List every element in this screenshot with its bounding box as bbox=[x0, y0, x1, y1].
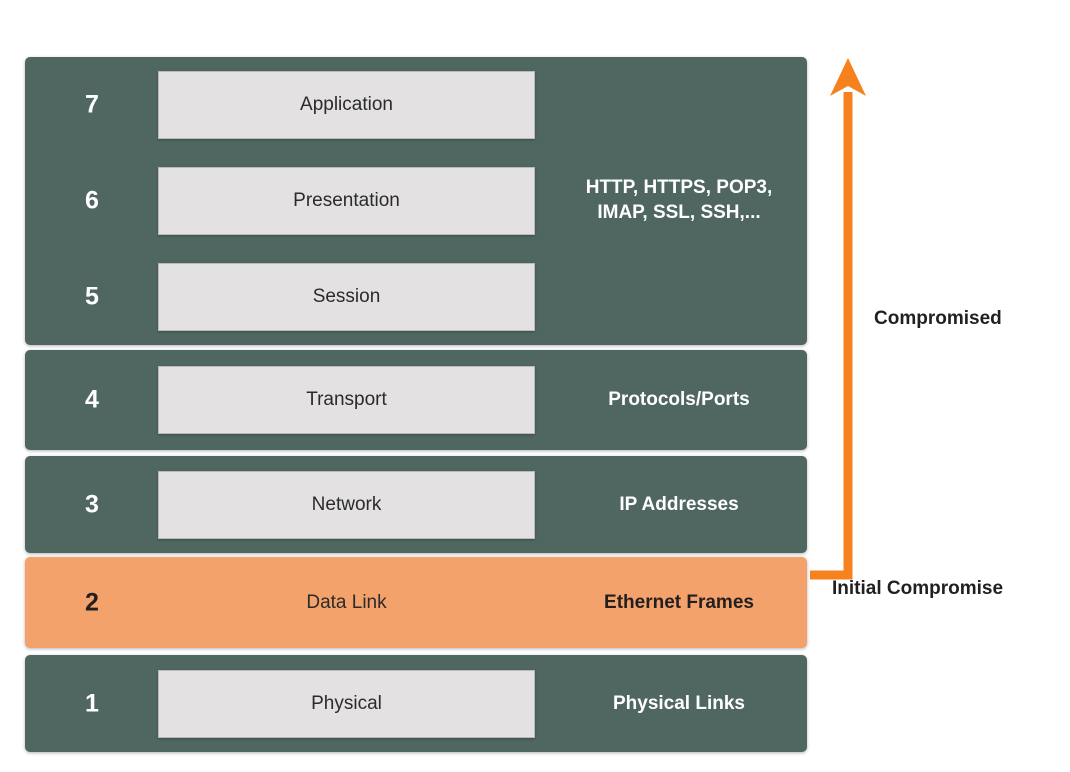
layer-label-box-3: Network bbox=[158, 470, 535, 539]
layer-note-line-1: HTTP, HTTPS, POP3, bbox=[585, 177, 773, 199]
layer-row-6: 6 Presentation bbox=[25, 153, 807, 249]
layer-note-application-group: HTTP, HTTPS, POP3, IMAP, SSL, SSH,... bbox=[543, 153, 815, 249]
layer-row-3: 3 Network IP Addresses bbox=[25, 456, 807, 553]
layer-note-4: Protocols/Ports bbox=[608, 388, 750, 410]
layer-number-6: 6 bbox=[85, 186, 99, 215]
layer-row-1: 1 Physical Physical Links bbox=[25, 655, 807, 752]
layer-band-1: 1 Physical Physical Links bbox=[25, 655, 807, 752]
layer-row-4: 4 Transport Protocols/Ports bbox=[25, 350, 807, 450]
layer-label-box-4: Transport bbox=[158, 366, 535, 434]
layer-band-2-compromised: 2 Data Link Ethernet Frames bbox=[25, 557, 807, 648]
layer-row-2: 2 Data Link Ethernet Frames bbox=[25, 557, 807, 648]
layer-row-5: 5 Session bbox=[25, 249, 807, 345]
layer-note-2: Ethernet Frames bbox=[604, 591, 754, 613]
layer-note-line-2: IMAP, SSL, SSH,... bbox=[597, 202, 761, 223]
escalation-arrow-icon bbox=[810, 58, 866, 580]
layer-note-1: Physical Links bbox=[612, 692, 745, 714]
layer-name-3: Network bbox=[311, 493, 382, 515]
layer-name-1: Physical bbox=[311, 692, 382, 714]
layer-label-box-2: Data Link bbox=[158, 569, 535, 637]
layer-number-3: 3 bbox=[85, 490, 99, 518]
layer-name-7: Application bbox=[300, 94, 393, 115]
annotation-initial-compromise: Initial Compromise bbox=[832, 578, 1004, 599]
layer-name-4: Transport bbox=[306, 389, 387, 410]
layer-band-4: 4 Transport Protocols/Ports bbox=[25, 350, 807, 450]
layer-label-box-1: Physical bbox=[158, 669, 535, 738]
layer-label-box-6: Presentation bbox=[158, 167, 535, 235]
layer-number-2: 2 bbox=[85, 588, 99, 616]
layer-group-application-session: 7 Application 6 Presentation 5 Session H… bbox=[25, 57, 807, 345]
layer-row-7: 7 Application bbox=[25, 57, 807, 153]
layer-label-box-5: Session bbox=[158, 263, 535, 331]
layer-note-3: IP Addresses bbox=[619, 493, 739, 515]
layer-number-4: 4 bbox=[85, 385, 99, 414]
layer-name-6: Presentation bbox=[293, 190, 400, 211]
layer-number-5: 5 bbox=[85, 282, 99, 311]
layer-name-5: Session bbox=[312, 286, 381, 307]
layer-number-1: 1 bbox=[85, 689, 99, 717]
layer-number-7: 7 bbox=[85, 90, 99, 119]
layer-name-2: Data Link bbox=[306, 591, 387, 613]
annotation-compromised: Compromised bbox=[874, 308, 1002, 329]
layer-band-3: 3 Network IP Addresses bbox=[25, 456, 807, 553]
layer-label-box-7: Application bbox=[158, 71, 535, 139]
